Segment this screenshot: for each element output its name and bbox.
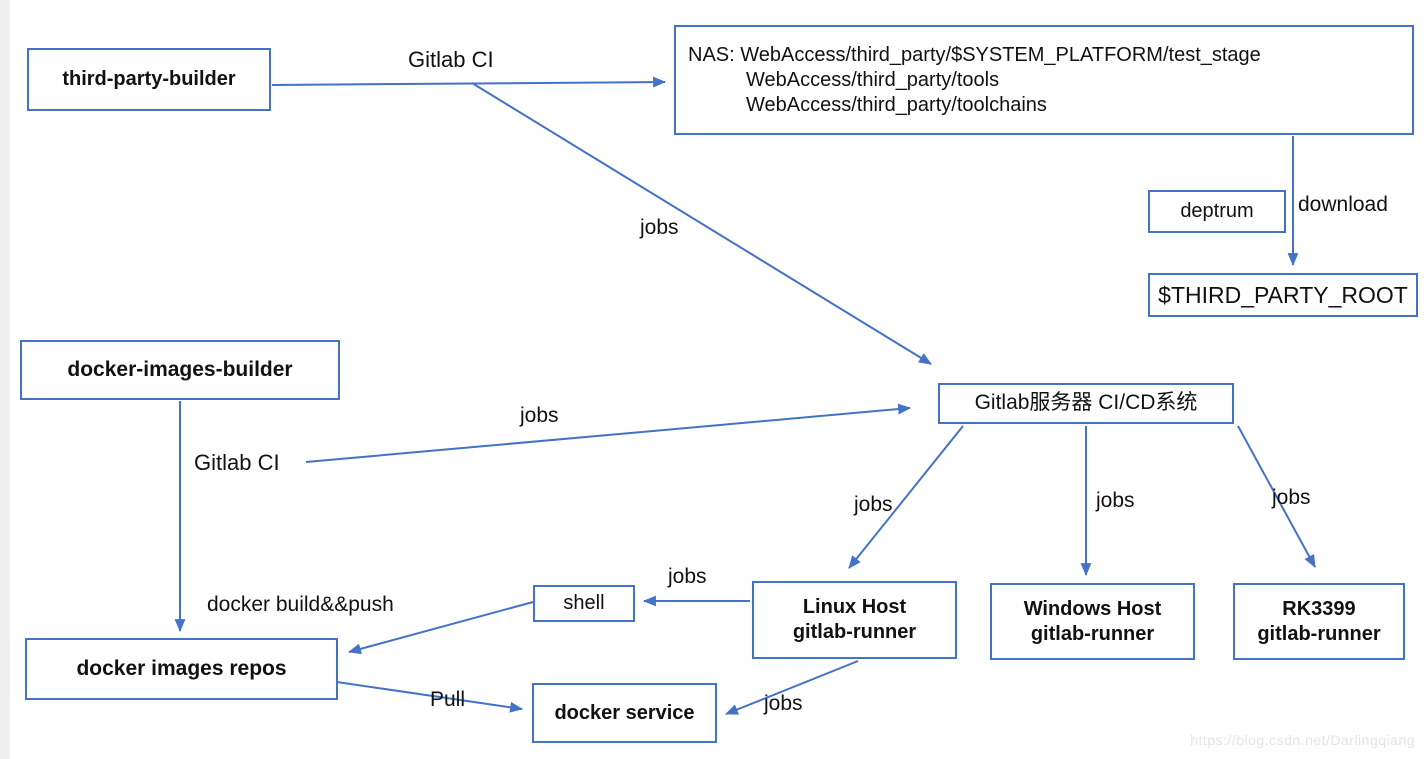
- node-docker-images-builder: docker-images-builder: [20, 340, 340, 400]
- node-deptrum-label: deptrum: [1180, 200, 1254, 222]
- node-linux-host-line1: Linux Host: [802, 596, 907, 618]
- arrow-gitlabci-to-server: [305, 403, 912, 463]
- edge-label-download: download: [1298, 193, 1388, 216]
- node-rk3399-line2: gitlab-runner: [1257, 622, 1381, 645]
- node-shell-label: shell: [563, 592, 605, 614]
- edge-label-jobs-windows: jobs: [1096, 489, 1135, 512]
- node-windows-host-line1: Windows Host: [1023, 597, 1162, 620]
- edge-label-pull: Pull: [430, 688, 466, 711]
- node-gitlab-server-label: Gitlab服务器 CI/CD系统: [974, 391, 1198, 415]
- nas-path-3: WebAccess/third_party/toolchains: [746, 93, 1047, 116]
- node-third-party-root-label: $THIRD_PARTY_ROOT: [1158, 281, 1408, 308]
- node-docker-images-builder-label: docker-images-builder: [67, 357, 293, 381]
- edge-label-docker-build-push: docker build&&push: [207, 593, 394, 616]
- node-shell: shell: [533, 585, 635, 622]
- csdn-watermark: https://blog.csdn.net/Darlingqiang: [1190, 732, 1415, 748]
- arrow-thirdparty-to-nas: [271, 76, 667, 88]
- node-gitlab-server: Gitlab服务器 CI/CD系统: [938, 383, 1234, 424]
- node-nas: NAS: WebAccess/third_party/$SYSTEM_PLATF…: [674, 25, 1414, 135]
- edge-label-jobs-linux: jobs: [854, 493, 893, 516]
- edge-label-jobs-top: jobs: [640, 216, 679, 239]
- edge-label-jobs-mid: jobs: [520, 404, 559, 427]
- node-docker-service: docker service: [532, 683, 717, 743]
- nas-path-2: WebAccess/third_party/tools: [746, 68, 1000, 91]
- edge-label-jobs-shell: jobs: [668, 565, 707, 588]
- node-deptrum: deptrum: [1148, 190, 1286, 233]
- node-rk3399-line1: RK3399: [1282, 597, 1356, 620]
- node-windows-host-line2: gitlab-runner: [1030, 622, 1155, 645]
- edge-label-jobs-rk3399: jobs: [1272, 486, 1311, 509]
- node-windows-host: Windows Host gitlab-runner: [990, 583, 1195, 660]
- node-rk3399: RK3399 gitlab-runner: [1233, 583, 1405, 660]
- node-third-party-builder-label: third-party-builder: [62, 68, 236, 90]
- node-third-party-root: $THIRD_PARTY_ROOT: [1148, 273, 1418, 317]
- node-docker-images-repos-label: docker images repos: [76, 656, 287, 680]
- edge-label-jobs-service: jobs: [764, 692, 803, 715]
- node-linux-host-line2: gitlab-runner: [792, 621, 917, 643]
- edge-label-gitlab-ci-top: Gitlab CI: [408, 47, 494, 72]
- edge-label-gitlab-ci-left: Gitlab CI: [194, 450, 280, 475]
- node-linux-host: Linux Host gitlab-runner: [752, 581, 957, 659]
- nas-path-1: NAS: WebAccess/third_party/$SYSTEM_PLATF…: [688, 43, 1261, 66]
- node-docker-images-repos: docker images repos: [25, 638, 338, 700]
- left-gray-strip: [0, 0, 10, 759]
- node-third-party-builder: third-party-builder: [27, 48, 271, 111]
- arrow-repos-pull-to-service: [329, 680, 524, 713]
- node-docker-service-label: docker service: [554, 701, 695, 724]
